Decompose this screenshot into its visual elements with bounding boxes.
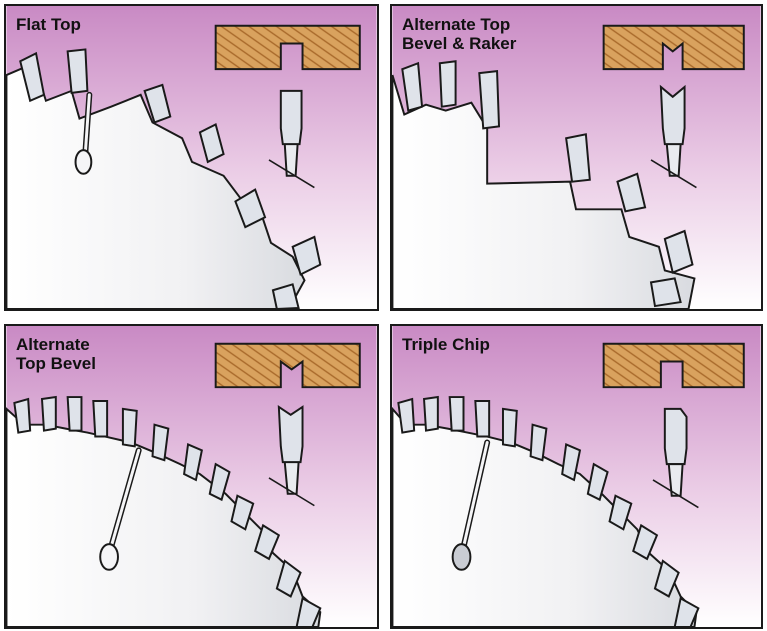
panel-atb-raker: Alternate Top Bevel & Raker bbox=[390, 4, 763, 311]
panel-title: Alternate Top Bevel bbox=[16, 335, 96, 373]
panel-triple-chip: Triple Chip bbox=[390, 324, 763, 629]
panel-atb: Alternate Top Bevel bbox=[4, 324, 379, 629]
panel-title: Triple Chip bbox=[402, 335, 490, 354]
panel-title: Flat Top bbox=[16, 15, 81, 34]
flat-top-illustration bbox=[6, 6, 377, 309]
panel-flat-top: Flat Top bbox=[4, 4, 379, 311]
triple-chip-illustration bbox=[392, 326, 761, 627]
panel-title: Alternate Top Bevel & Raker bbox=[402, 15, 516, 53]
